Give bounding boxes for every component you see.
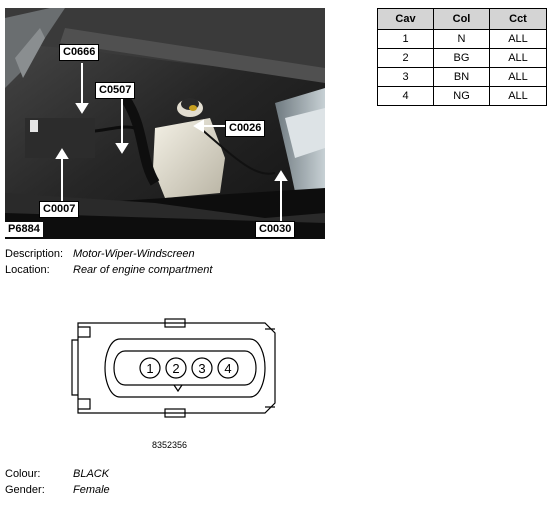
pin-label-3: 3 <box>198 361 205 376</box>
cell-cct: ALL <box>489 29 547 49</box>
header-col: Col <box>433 8 490 30</box>
location-value: Rear of engine compartment <box>73 264 213 276</box>
engine-compartment-photo: C0666 C0507 C0026 C0007 C0030 P6884 <box>5 8 325 239</box>
cell-cav: 3 <box>377 67 434 87</box>
cell-cct: ALL <box>489 48 547 68</box>
cell-cav: 1 <box>377 29 434 49</box>
diagram-part-number: 8352356 <box>152 440 188 450</box>
pin-label-1: 1 <box>146 361 153 376</box>
colour-value: BLACK <box>73 468 110 480</box>
photo-illustration <box>5 8 325 239</box>
callout-c0507: C0507 <box>95 82 136 99</box>
gender-label: Gender: <box>5 484 45 496</box>
table-row: 2 BG ALL <box>377 48 547 68</box>
gender-value: Female <box>73 484 110 496</box>
connector-face-diagram: 1 2 3 4 <box>71 318 276 418</box>
cell-col: N <box>433 29 490 49</box>
location-label: Location: <box>5 264 50 276</box>
callout-c0007: C0007 <box>39 201 80 218</box>
cell-col: BG <box>433 48 490 68</box>
cell-cav: 2 <box>377 48 434 68</box>
pin-label-4: 4 <box>224 361 231 376</box>
cell-cav: 4 <box>377 86 434 106</box>
callout-c0026: C0026 <box>225 120 266 137</box>
header-cct: Cct <box>489 8 547 30</box>
pin-table: Cav Col Cct 1 N ALL 2 BG ALL 3 BN ALL 4 … <box>377 8 547 106</box>
colour-label: Colour: <box>5 468 41 480</box>
description-label: Description: <box>5 248 64 260</box>
pin-table-header-row: Cav Col Cct <box>377 8 547 30</box>
table-row: 4 NG ALL <box>377 86 547 106</box>
callout-c0666: C0666 <box>59 44 100 61</box>
connector-info: Description: Motor-Wiper-Windscreen Loca… <box>5 246 305 278</box>
header-cav: Cav <box>377 8 434 30</box>
cell-col: NG <box>433 86 490 106</box>
cell-cct: ALL <box>489 67 547 87</box>
connector-properties: Colour: BLACK Gender: Female <box>5 466 305 498</box>
table-row: 1 N ALL <box>377 29 547 49</box>
pin-label-2: 2 <box>172 361 179 376</box>
callout-c0030: C0030 <box>255 221 296 238</box>
cell-col: BN <box>433 67 490 87</box>
description-value: Motor-Wiper-Windscreen <box>73 248 195 260</box>
photo-id-label: P6884 <box>5 222 43 237</box>
table-row: 3 BN ALL <box>377 67 547 87</box>
cell-cct: ALL <box>489 86 547 106</box>
